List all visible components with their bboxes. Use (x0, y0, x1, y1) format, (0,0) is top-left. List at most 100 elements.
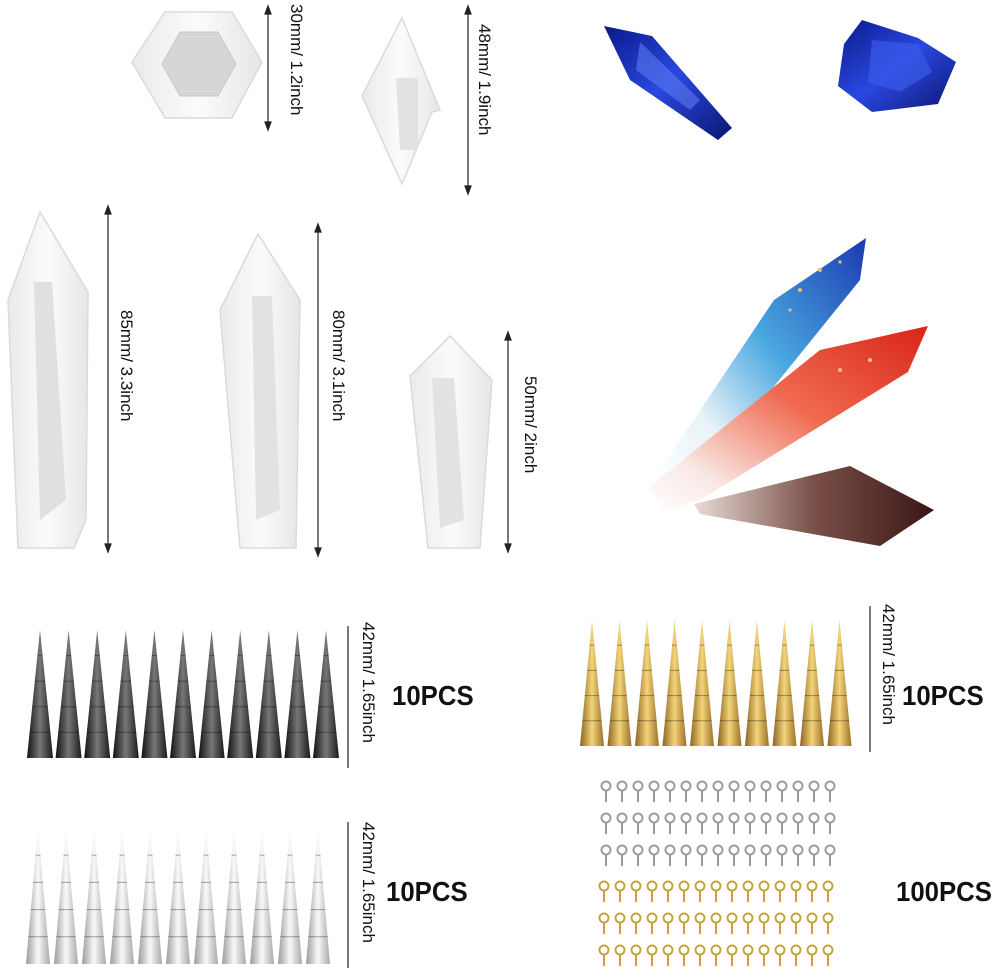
silver-eye-pin (664, 812, 676, 834)
silver-eye-pin (696, 812, 708, 834)
short-pendulum-mold-size-label: 50mm/ 2inch (521, 376, 540, 474)
gold-eye-pin (726, 880, 738, 902)
silver-eye-pin (824, 812, 836, 834)
gold-eye-pin (710, 880, 722, 902)
gold-eye-pin (774, 880, 786, 902)
black-bead-cap (84, 630, 111, 758)
gold-bead-cap (745, 620, 769, 746)
silver-bead-caps-size-label: 42mm/ 1.65inch (359, 822, 378, 943)
silver-eye-pin (616, 780, 628, 802)
gold-eye-pin (614, 912, 626, 934)
gold-eye-pin (726, 912, 738, 934)
gold-eye-pin (758, 944, 770, 966)
hexagon-mold-size-label: 30mm/ 1.2inch (287, 4, 306, 116)
gold-bead-cap (580, 620, 604, 746)
gold-eye-pin (822, 880, 834, 902)
silver-eye-pin (680, 844, 692, 866)
silver-eye-pin (728, 844, 740, 866)
silver-eye-pin (744, 844, 756, 866)
gold-eye-pin (662, 912, 674, 934)
silver-eye-pin (712, 812, 724, 834)
large-pendulum-mold-size-label: 85mm/ 3.3inch (117, 310, 136, 422)
gold-eye-pin (598, 912, 610, 934)
silver-eye-pin (632, 780, 644, 802)
silver-eye-pin (824, 780, 836, 802)
silver-eye-pin (600, 780, 612, 802)
silver-eye-pin (696, 844, 708, 866)
brown-resin-pendulum (694, 466, 934, 546)
silver-eye-pin (648, 844, 660, 866)
gold-bead-cap (772, 620, 797, 746)
gold-bead-cap (607, 620, 632, 746)
silver-eye-pin (616, 812, 628, 834)
silver-bead-cap (222, 828, 246, 964)
silver-eye-pin (792, 812, 804, 834)
silver-eye-pin (664, 844, 676, 866)
red-resin-pendulum (648, 326, 928, 512)
gold-eye-pin (646, 944, 658, 966)
blue-resin-pendulum (660, 238, 866, 490)
gold-eye-pin (806, 944, 818, 966)
gold-eye-pin (774, 944, 786, 966)
black-bead-cap (198, 630, 225, 758)
silver-bead-cap (194, 828, 218, 964)
gold-eye-pin (742, 944, 754, 966)
gold-eye-pin (678, 912, 690, 934)
silver-eye-pin (728, 812, 740, 834)
black-bead-cap (141, 630, 168, 758)
black-bead-caps-size-label: 42mm/ 1.65inch (359, 622, 378, 743)
small-diamond-mold-size-label: 48mm/ 1.9inch (475, 24, 494, 136)
gold-eye-pin (710, 912, 722, 934)
gold-eye-pin (630, 912, 642, 934)
silver-eye-pin (680, 780, 692, 802)
black-bead-cap (27, 630, 53, 758)
gold-eye-pin (806, 880, 818, 902)
gold-eye-pin (806, 912, 818, 934)
gold-eye-pin (630, 944, 642, 966)
silver-eye-pin (712, 844, 724, 866)
eye-pins-quantity: 100PCS (896, 876, 992, 907)
silver-bead-cap (82, 828, 106, 964)
gold-eye-pin (662, 944, 674, 966)
silver-eye-pin (632, 812, 644, 834)
gold-eye-pin (790, 912, 802, 934)
silver-bead-cap (250, 828, 274, 964)
silver-eye-pin (792, 844, 804, 866)
gold-eye-pin (694, 944, 706, 966)
silver-bead-cap (138, 828, 162, 964)
gold-eye-pin (614, 944, 626, 966)
large-pendulum-mold (7, 210, 89, 549)
silver-eye-pin (776, 780, 788, 802)
gold-eye-pin (598, 944, 610, 966)
black-bead-cap (313, 630, 339, 758)
silver-eye-pin (776, 812, 788, 834)
silver-eye-pin (680, 812, 692, 834)
gold-eye-pin (694, 880, 706, 902)
gold-eye-pin (710, 944, 722, 966)
black-bead-cap (284, 630, 311, 758)
gold-eye-pin (822, 944, 834, 966)
gold-bead-cap (662, 620, 687, 746)
short-pendulum-mold (409, 334, 493, 549)
silver-bead-cap (278, 828, 302, 964)
hexagon-mold (131, 11, 263, 119)
silver-eye-pin (648, 812, 660, 834)
blue-diamond-gem (604, 26, 732, 140)
gold-eye-pin (758, 880, 770, 902)
gold-bead-cap (717, 620, 742, 746)
silver-eye-pin (776, 844, 788, 866)
gold-eye-pin (694, 912, 706, 934)
gold-eye-pin (822, 912, 834, 934)
silver-eye-pin (648, 780, 660, 802)
silver-eye-pin (808, 780, 820, 802)
gold-eye-pin (598, 880, 610, 902)
gold-bead-caps-size-label: 42mm/ 1.65inch (879, 604, 898, 725)
gold-eye-pin (742, 880, 754, 902)
silver-eye-pin (728, 780, 740, 802)
silver-eye-pin (600, 812, 612, 834)
silver-eye-pin (824, 844, 836, 866)
silver-bead-cap (110, 828, 134, 964)
small-diamond-mold (361, 16, 442, 186)
silver-eye-pin (744, 780, 756, 802)
